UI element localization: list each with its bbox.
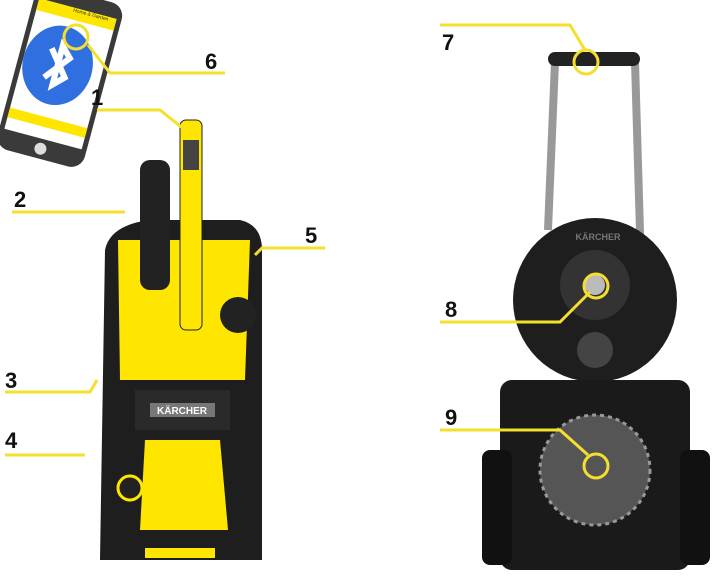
callout-5: 5 xyxy=(305,223,318,248)
callout-2: 2 xyxy=(14,187,27,212)
callout-9: 9 xyxy=(445,405,458,430)
callout-1: 1 xyxy=(91,85,104,110)
callout-6: 6 xyxy=(205,49,218,74)
pressure-washer-back: KÄRCHER xyxy=(482,52,710,570)
svg-text:KÄRCHER: KÄRCHER xyxy=(157,404,208,417)
pressure-washer-front: KÄRCHER xyxy=(100,119,262,560)
callout-7: 7 xyxy=(442,30,455,55)
callout-8: 8 xyxy=(445,297,458,322)
smartphone xyxy=(0,0,123,167)
svg-text:KÄRCHER: KÄRCHER xyxy=(576,232,622,242)
callout-lines xyxy=(5,23,610,480)
callout-4: 4 xyxy=(5,428,18,453)
callout-3: 3 xyxy=(5,368,18,393)
